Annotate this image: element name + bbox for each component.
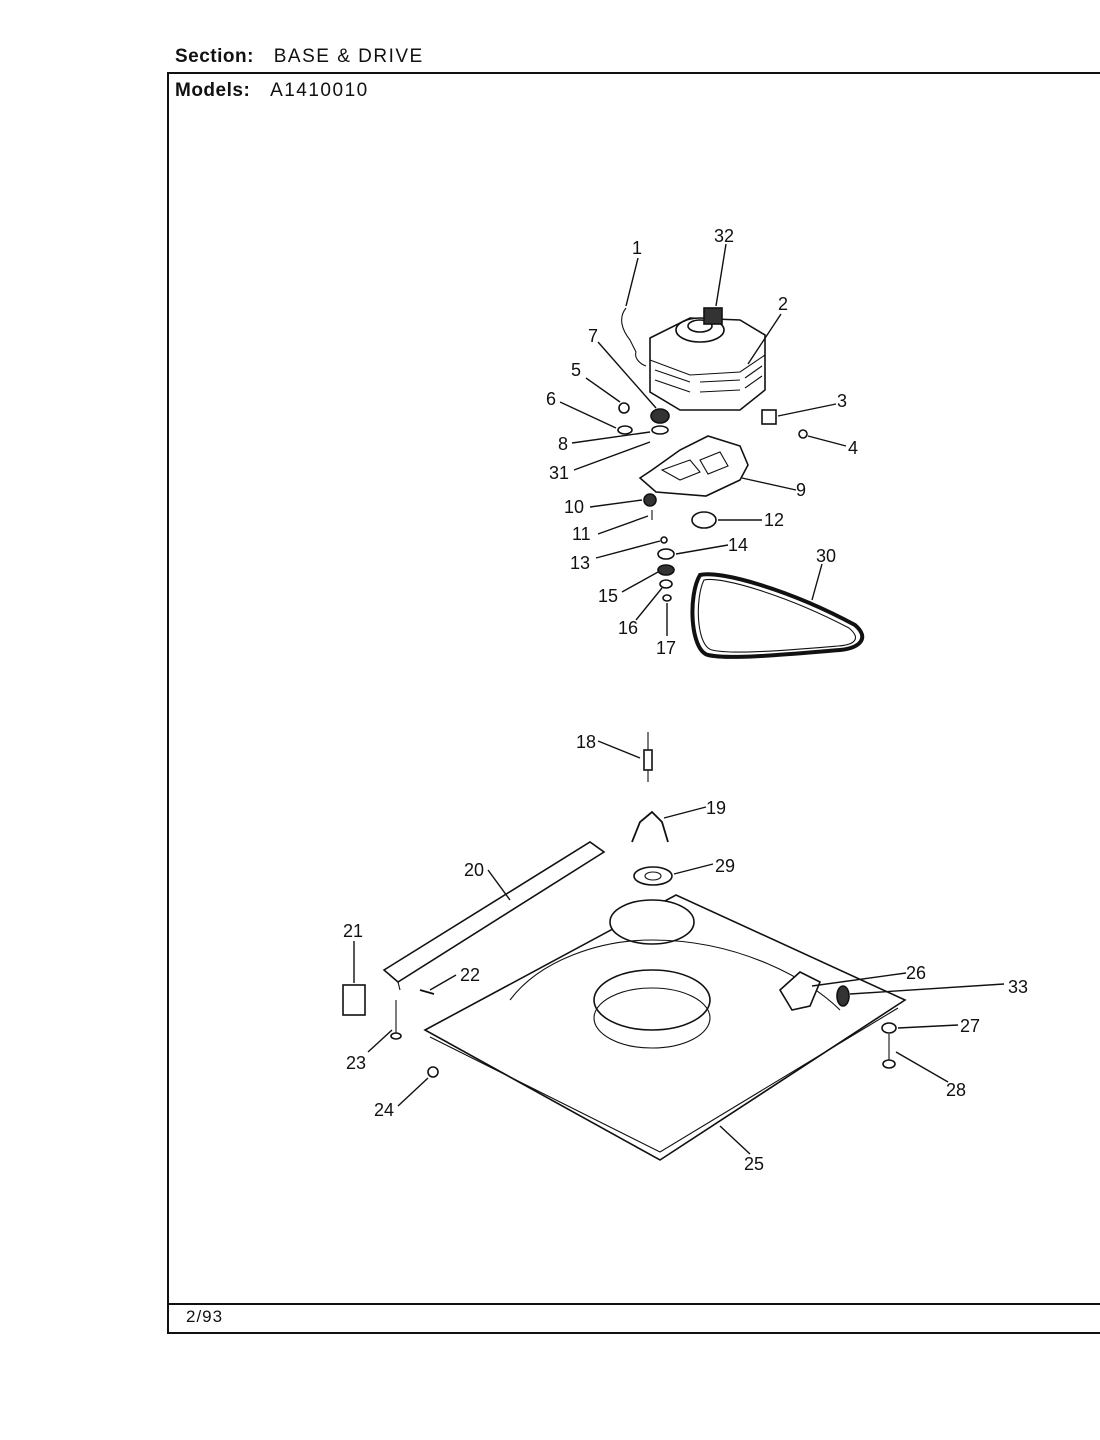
part-24-nut: [427, 1066, 439, 1078]
part-12-pulley: [691, 511, 717, 529]
part-23-bolt: [390, 1000, 402, 1040]
callout-12: 12: [764, 510, 784, 530]
diagram-frame: [167, 72, 1100, 1334]
callout-15: 15: [598, 586, 618, 606]
part-20-rail: [382, 841, 606, 991]
part-18-spring: [643, 732, 653, 782]
footer-divider: [167, 1303, 1100, 1305]
part-32-connector: [703, 307, 723, 325]
callout-10: 10: [564, 497, 584, 517]
part-9-mount-plate: [638, 435, 749, 497]
callout-2: 2: [778, 294, 788, 314]
part-19-clip: [631, 810, 669, 843]
part-1-bracket: [621, 307, 647, 367]
leader-lines: [353, 243, 1005, 1155]
section-value: BASE & DRIVE: [273, 46, 424, 67]
part-14-washer: [657, 548, 675, 560]
callout-9: 9: [796, 480, 806, 500]
callout-5: 5: [571, 360, 581, 380]
callout-13: 13: [570, 553, 590, 573]
callout-20: 20: [464, 860, 484, 880]
callout-3: 3: [837, 391, 847, 411]
part-25-base: [423, 894, 907, 1161]
callout-18: 18: [576, 732, 596, 752]
callout-26: 26: [906, 963, 926, 983]
part-8-washer: [651, 425, 669, 435]
callout-labels: 1 2 3 4 5 6 7 8 9 10 11 12 13 14 15 16 1…: [343, 226, 1028, 1174]
part-33-bumper: [836, 985, 850, 1007]
section-label: Section:: [175, 46, 254, 67]
part-29-washer: [633, 866, 673, 886]
part-28-leveling-leg: [882, 1034, 896, 1069]
part-7-grommet: [650, 408, 670, 424]
section-heading: Section: BASE & DRIVE: [175, 46, 424, 68]
callout-8: 8: [558, 434, 568, 454]
callout-28: 28: [946, 1080, 966, 1100]
part-10-nut: [643, 493, 657, 507]
revision-date: 2/93: [186, 1307, 224, 1326]
part-17-nut: [662, 594, 672, 602]
callout-11: 11: [572, 524, 591, 544]
callout-17: 17: [656, 638, 676, 658]
callout-32: 32: [714, 226, 734, 246]
callout-23: 23: [346, 1053, 366, 1073]
callout-30: 30: [816, 546, 836, 566]
callout-7: 7: [588, 326, 598, 346]
part-22-pin: [419, 989, 435, 995]
callout-29: 29: [715, 856, 735, 876]
callout-24: 24: [374, 1100, 394, 1120]
callout-1: 1: [632, 238, 642, 258]
callout-25: 25: [744, 1154, 764, 1174]
callout-31: 31: [549, 463, 569, 483]
callout-27: 27: [960, 1016, 980, 1036]
callout-14: 14: [728, 535, 748, 555]
part-26-bracket: [778, 971, 822, 1011]
part-16-washer: [659, 579, 673, 589]
models-value: A1410010: [270, 80, 369, 101]
callout-21: 21: [343, 921, 363, 941]
part-2-motor: [649, 317, 766, 411]
part-5-bolt: [618, 402, 630, 414]
part-6-washer: [617, 425, 633, 435]
part-4-screw: [798, 429, 808, 439]
callout-16: 16: [618, 618, 638, 638]
callout-33: 33: [1008, 977, 1028, 997]
callout-19: 19: [706, 798, 726, 818]
part-3-clip: [761, 409, 777, 425]
models-heading: Models: A1410010: [175, 80, 369, 102]
part-15-bushing: [657, 564, 675, 576]
part-27-foot-cap: [881, 1022, 897, 1034]
part-21-bracket: [342, 984, 366, 1016]
part-30-belt: [690, 572, 865, 659]
callout-22: 22: [460, 965, 480, 985]
models-label: Models:: [175, 80, 251, 101]
callout-6: 6: [546, 389, 556, 409]
callout-4: 4: [848, 438, 858, 458]
part-13-ball: [660, 536, 668, 544]
